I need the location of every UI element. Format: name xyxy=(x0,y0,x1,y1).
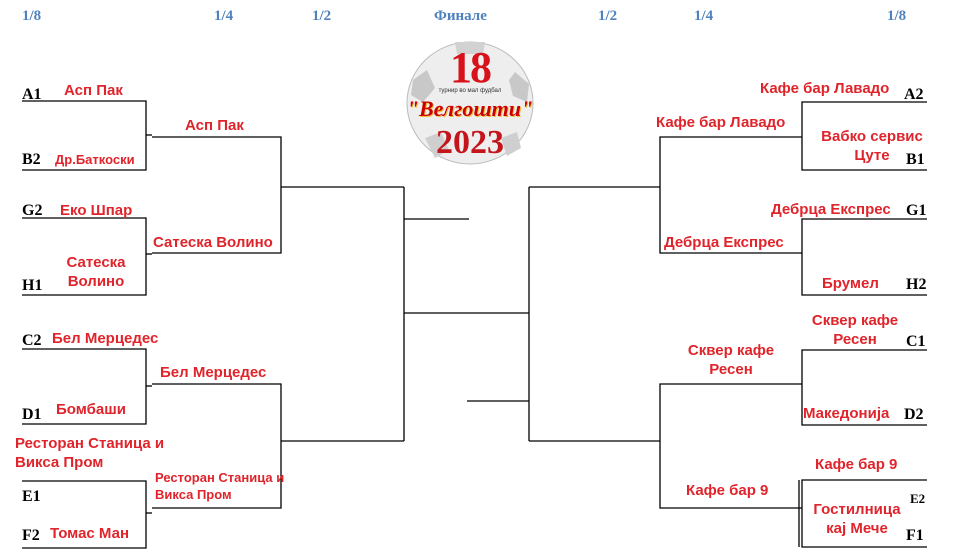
header-r16-left: 1/8 xyxy=(22,8,42,24)
seed-f2: F2 xyxy=(22,527,40,544)
header-final: Финале xyxy=(434,8,487,24)
team-right-qf-3-line1: Сквер кафе xyxy=(687,342,775,359)
seed-g2: G2 xyxy=(22,202,43,219)
team-right-b1: Вабко сервис Цуте xyxy=(814,127,930,165)
header-qf-right: 1/4 xyxy=(694,8,714,24)
team-left-h1-line2: Волино xyxy=(67,273,125,290)
team-left-e1: Ресторан Станица и Викса Пром xyxy=(15,434,164,472)
team-left-e1-line1: Ресторан Станица и xyxy=(15,435,165,452)
bracket-left-qf-1 xyxy=(152,136,282,254)
bracket-right-r16-3 xyxy=(801,349,927,426)
seed-d1: D1 xyxy=(22,406,42,423)
logo-subtitle: турнир во мал фудбал xyxy=(438,88,502,94)
team-left-g2: Еко Шпар xyxy=(60,202,133,219)
logo-name: "Велгошти" xyxy=(406,96,534,121)
team-right-qf-1: Кафе бар Лавадо xyxy=(656,114,786,131)
team-right-a2: Кафе бар Лавадо xyxy=(760,80,890,97)
seed-g1: G1 xyxy=(906,202,927,219)
seed-d2: D2 xyxy=(904,406,924,423)
team-right-qf-3: Сквер кафе Ресен xyxy=(676,341,786,379)
team-right-f1-line1: Гостилница xyxy=(813,501,901,518)
team-right-c1: Сквер кафе Ресен xyxy=(806,311,904,349)
seed-a2: A2 xyxy=(904,86,924,103)
team-right-f1: Гостилница кај Мече xyxy=(812,500,902,538)
seed-e1: E1 xyxy=(22,488,41,505)
seed-c1: C1 xyxy=(906,333,926,350)
team-left-d1: Бомбаши xyxy=(56,401,126,418)
header-sf-right: 1/2 xyxy=(598,8,618,24)
bracket-left-qf-2 xyxy=(152,383,282,509)
header-r16-right: 1/8 xyxy=(887,8,907,24)
seed-h2: H2 xyxy=(906,276,927,293)
team-left-qf-4-line2: Викса Пром xyxy=(155,487,232,502)
bracket-right-r16-2 xyxy=(801,218,927,296)
seed-h1: H1 xyxy=(22,277,43,294)
logo-number: 18 xyxy=(450,43,492,92)
team-right-e2: Кафе бар 9 xyxy=(815,456,898,473)
team-left-e1-line2: Викса Пром xyxy=(15,454,104,471)
team-right-c1-line1: Сквер кафе xyxy=(811,312,899,329)
team-right-g1: Дебрца Експрес xyxy=(771,201,891,218)
seed-c2: C2 xyxy=(22,332,42,349)
team-left-a1: Асп Пак xyxy=(64,82,123,99)
bracket-left-r16-2 xyxy=(22,217,147,296)
seed-e2: E2 xyxy=(910,491,926,506)
team-left-qf-4: Ресторан Станица и Викса Пром xyxy=(155,469,284,503)
bracket-left-r16-4 xyxy=(22,480,147,549)
bracket-right-qf-2 xyxy=(659,383,802,509)
team-right-b1-line1: Вабко сервис xyxy=(821,128,923,145)
tournament-logo: 18 турнир во мал фудбал "Велгошти" 2023 xyxy=(405,40,535,166)
bracket-right-qf-1 xyxy=(659,136,802,254)
seed-f1: F1 xyxy=(906,527,924,544)
seed-b1: B1 xyxy=(906,151,925,168)
bracket-right-r16-4 xyxy=(801,479,927,548)
soccer-ball-icon xyxy=(406,41,534,165)
seed-b2: B2 xyxy=(22,151,41,168)
team-right-c1-line2: Ресен xyxy=(833,331,877,348)
team-right-qf-2: Дебрца Експрес xyxy=(664,234,784,251)
header-sf-left: 1/2 xyxy=(312,8,332,24)
team-left-qf-4-line1: Ресторан Станица и xyxy=(155,470,285,485)
team-left-qf-2: Сатеска Волино xyxy=(153,234,273,251)
team-right-d2: Македонија xyxy=(803,405,890,422)
team-right-b1-line2: Цуте xyxy=(854,147,890,164)
team-left-qf-3: Бел Мерцедес xyxy=(160,364,267,381)
seed-a1: A1 xyxy=(22,86,42,103)
logo-year: 2023 xyxy=(436,124,504,161)
team-right-qf-4: Кафе бар 9 xyxy=(686,482,769,499)
team-left-h1: Сатеска Волино xyxy=(60,253,132,291)
team-right-qf-3-line2: Ресен xyxy=(709,361,753,378)
team-right-h2: Брумел xyxy=(822,275,879,292)
team-left-b2: Др.Баткоски xyxy=(55,152,135,167)
header-qf-left: 1/4 xyxy=(214,8,234,24)
team-left-qf-1: Асп Пак xyxy=(185,117,244,134)
bracket-right-r16-1 xyxy=(801,101,927,171)
team-left-c2: Бел Мерцедес xyxy=(52,330,159,347)
team-left-h1-line1: Сатеска xyxy=(66,254,126,271)
team-left-f2: Томас Ман xyxy=(50,525,130,542)
team-right-f1-line2: кај Мече xyxy=(826,520,888,537)
